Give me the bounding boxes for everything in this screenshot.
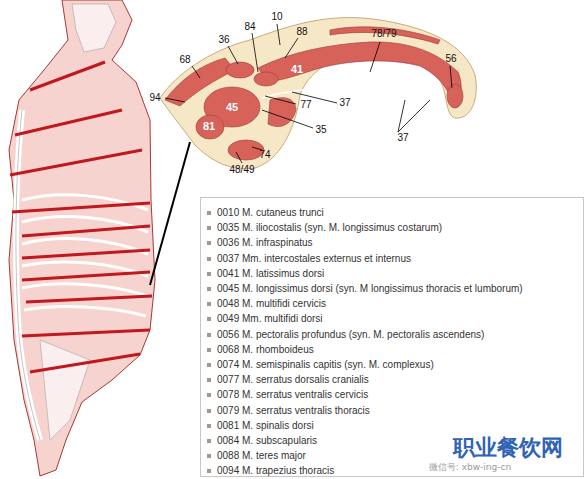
callout-number: 36 [218,35,229,45]
legend-text: 0041 M. latissimus dorsi [217,269,324,279]
legend-row: 0041 M. latissimus dorsi [207,267,324,281]
legend-row: 0077 M. serratus dorsalis cranialis [207,373,369,387]
section-bones [262,88,432,110]
legend-bullet [207,409,211,413]
legend-row: 0037 Mm. intercostales externus et inter… [207,252,411,266]
legend-text: 0094 M. trapezius thoracis [217,466,334,476]
legend-bullet [207,363,211,367]
legend-row: 0045 M. longissimus dorsi (syn. M longis… [207,282,523,296]
carcass [9,0,155,476]
legend-row: 0035 M. iliocostalis (syn. M. longissimu… [207,221,442,235]
callout-number: 84 [244,22,255,32]
callout-number: 37 [397,133,408,143]
callout-number: 88 [296,27,307,37]
legend-row: 0079 M. serratus ventralis thoracis [207,404,370,418]
legend-row: 0081 M. spinalis dorsi [207,419,314,433]
legend-row: 0010 M. cutaneus trunci [207,206,324,220]
legend-row: 0078 M. serratus ventralis cervicis [207,388,368,402]
cut-lines [10,62,152,372]
watermark: 职业餐饮网 [453,437,563,459]
legend-row: 0094 M. trapezius thoracis [207,464,334,478]
legend-text: 0056 M. pectoralis profundus (syn. M. pe… [217,330,484,340]
watermark: 微信号: xbw-ing-cn [429,463,511,472]
legend-text: 0078 M. serratus ventralis cervicis [217,390,368,400]
callout-number: 10 [271,12,282,22]
callout-number: 74 [259,150,270,160]
legend-bullet [207,333,211,337]
callout-number: 41 [291,64,303,75]
legend-text: 0010 M. cutaneus trunci [217,208,324,218]
section-muscles [165,27,463,160]
legend-bullet [207,378,211,382]
legend-bullet [207,317,211,321]
legend-bullet [207,226,211,230]
legend-bullet [207,211,211,215]
legend-text: 0045 M. longissimus dorsi (syn. M longis… [217,284,523,294]
hind-bone [72,4,116,52]
spine [16,110,40,440]
callout-number: 78/79 [371,29,396,39]
legend-text: 0068 M. rhomboideus [217,345,314,355]
legend-bullet [207,469,211,473]
legend-row: 0036 M. infraspinatus [207,236,313,250]
callout-number: 81 [203,121,215,132]
legend-bullet [207,272,211,276]
legend-bullet [207,287,211,291]
legend-text: 0036 M. infraspinatus [217,238,313,248]
callout-number: 37 [339,98,350,108]
legend-text: 0084 M. subscapularis [217,436,317,446]
legend-bullet [207,439,211,443]
legend-row: 0068 M. rhomboideus [207,343,314,357]
legend-bullet [207,302,211,306]
legend-bullet [207,241,211,245]
callout-number: 68 [179,55,190,65]
pointer-line [150,142,190,285]
legend-row: 0048 M. multifidi cervicis [207,297,326,311]
legend-text: 0037 Mm. intercostales externus et inter… [217,254,411,264]
callout-number: 56 [445,54,456,64]
legend-text: 0049 Mm. multifidi dorsi [217,314,323,324]
section-fat [160,18,476,169]
legend-bullet [207,348,211,352]
legend-text: 0088 M. teres major [217,451,306,461]
legend-text: 0081 M. spinalis dorsi [217,421,314,431]
legend-row: 0074 M. semispinalis capitis (syn. M. co… [207,358,434,372]
legend-box: 0010 M. cutaneus trunci 0035 M. iliocosta… [200,197,584,477]
legend-row: 0049 Mm. multifidi dorsi [207,312,323,326]
legend-bullet [207,424,211,428]
callout-number: 45 [226,102,238,113]
legend-bullet [207,454,211,458]
shoulder-bone [40,340,90,440]
callout-number: 94 [149,93,160,103]
legend-text: 0077 M. serratus dorsalis cranialis [217,375,369,385]
legend-text: 0079 M. serratus ventralis thoracis [217,406,370,416]
legend-row: 0084 M. subscapularis [207,434,317,448]
legend-text: 0035 M. iliocostalis (syn. M. longissimu… [217,223,442,233]
callout-number: 48/49 [229,165,254,175]
legend-text: 0074 M. semispinalis capitis (syn. M. co… [217,360,434,370]
callout-number: 35 [315,125,326,135]
legend-bullet [207,257,211,261]
callout-number: 77 [300,100,311,110]
leader-lines [165,24,452,163]
spine-edge [16,110,40,440]
legend-row: 0056 M. pectoralis profundus (syn. M. pe… [207,328,484,342]
legend-row: 0088 M. teres major [207,449,306,463]
legend-bullet [207,393,211,397]
legend-text: 0048 M. multifidi cervicis [217,299,326,309]
